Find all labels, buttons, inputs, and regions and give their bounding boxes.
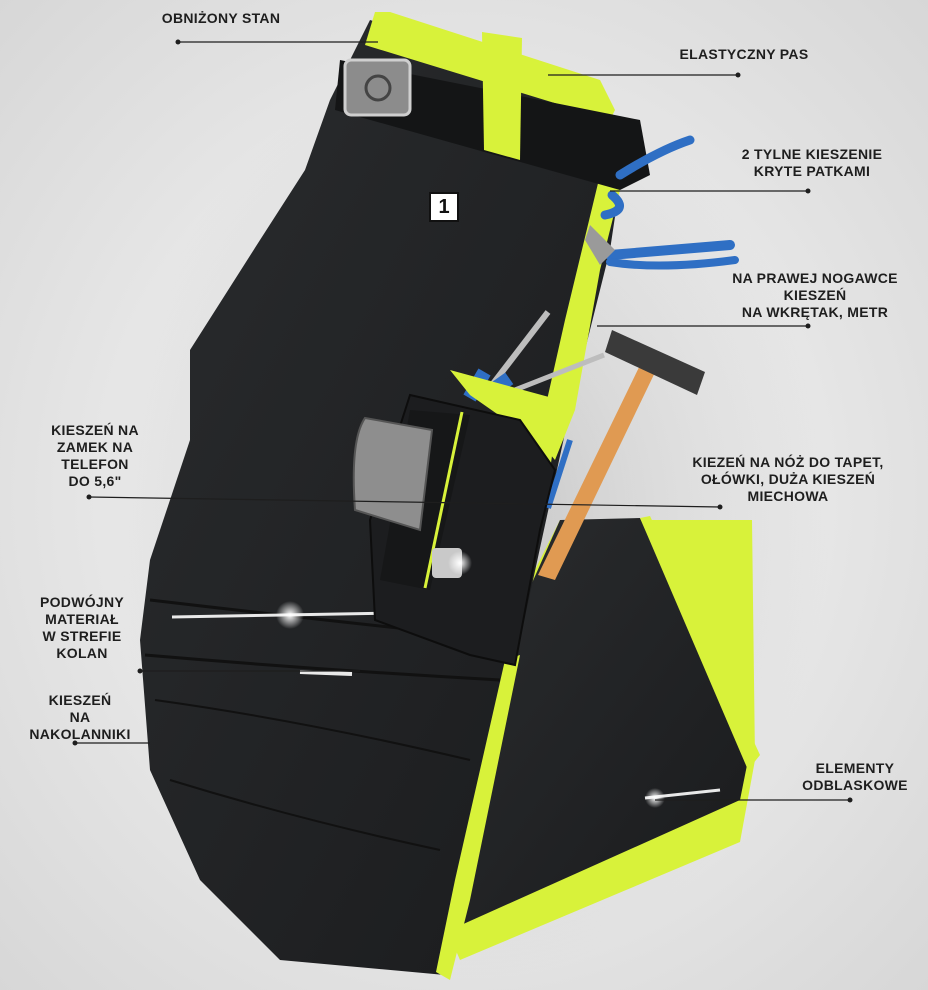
callout-elementy-odblaskowe: ELEMENTY ODBLASKOWE	[802, 760, 908, 793]
belt-buckle	[343, 58, 412, 117]
leader-dots	[72, 39, 853, 803]
tools	[463, 135, 739, 580]
bellows-pocket	[352, 370, 560, 667]
callout-obnizony-stan: OBNIŻONY STAN	[161, 10, 281, 26]
callout-kieszen-nakolanniki: KIESZEŃ NA NAKOLANNIKI	[29, 692, 131, 742]
phone-card	[352, 416, 434, 532]
callout-tylne-kieszenie: 2 TYLNE KIESZENIE KRYTE PATKAMI	[741, 146, 883, 179]
item-number-badge: 1	[429, 192, 459, 222]
callout-kieszen-wkretak: NA PRAWEJ NOGAWCE KIESZEŃ NA WKRĘTAK, ME…	[732, 270, 898, 320]
callout-podwojny-material: PODWÓJNY MATERIAŁ W STREFIE KOLAN	[39, 594, 125, 661]
leader-lines	[75, 41, 850, 801]
callout-elastyczny-pas: ELASTYCZNY PAS	[679, 46, 809, 62]
callout-kieszen-noz: KIEZEŃ NA NÓŻ DO TAPET, OŁÓWKI, DUŻA KIE…	[692, 454, 884, 504]
hammer-head	[605, 330, 705, 395]
callout-kieszen-telefon: KIESZEŃ NA ZAMEK NA TELEFON DO 5,6"	[51, 422, 139, 489]
